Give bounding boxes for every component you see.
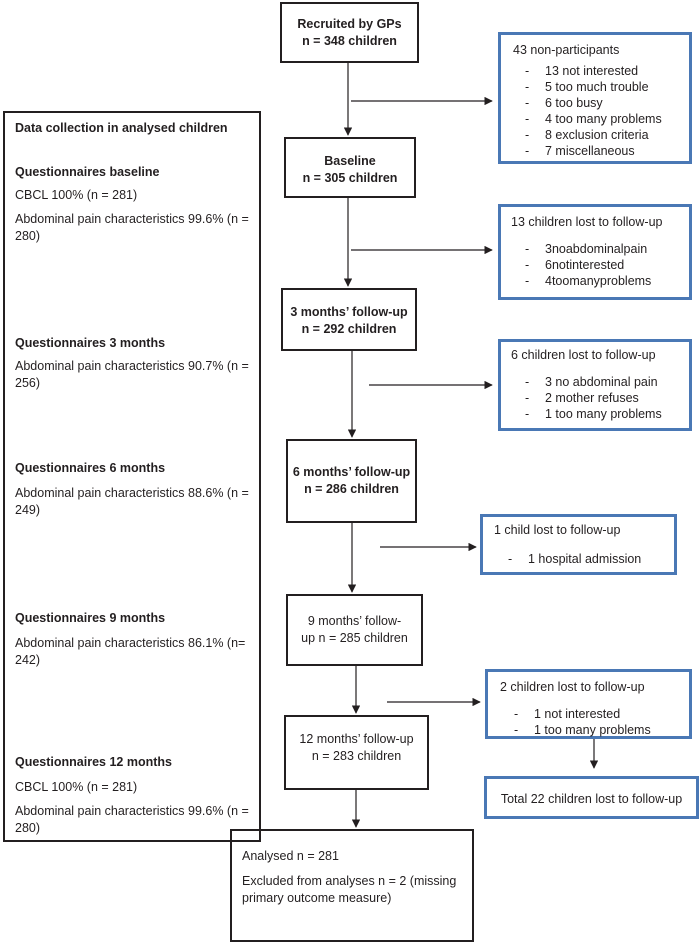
- total-lost-box: Total 22 children lost to follow-up: [484, 776, 699, 819]
- list-item: 1 too many problems: [521, 406, 689, 422]
- recruited-count: n = 348 children: [302, 34, 397, 48]
- panel-title: Data collection in analysed children: [15, 121, 228, 135]
- section-3m-line-1: Abdominal pain characteristics 90.7% (n …: [15, 359, 249, 390]
- list-item: 6 too busy: [521, 95, 689, 111]
- section-3m-heading: Questionnaires 3 months: [15, 336, 166, 350]
- list-item: 3 no abdominal pain: [521, 374, 689, 390]
- m12-count: n = 283 children: [311, 749, 402, 763]
- lost3-list: 1 hospital admission: [504, 551, 674, 567]
- list-item: 2 mother refuses: [521, 390, 689, 406]
- lost1-title: 13 children lost to follow-up: [511, 215, 663, 229]
- section-12m-line-1: CBCL 100% (n = 281): [15, 780, 138, 794]
- baseline-box: Baseline n = 305 children: [284, 137, 416, 198]
- lost-followup-box-1: 13 children lost to follow-up 3noabdomin…: [498, 204, 692, 300]
- nonparticipants-box: 43 non-participants 13 not interested 5 …: [498, 32, 692, 164]
- list-item: 13 not interested: [521, 63, 689, 79]
- list-item: 8 exclusion criteria: [521, 127, 689, 143]
- m3-followup-box: 3 months’ follow-up n = 292 children: [281, 288, 417, 351]
- m6-title: 6 months’ follow-up: [292, 465, 411, 479]
- m6-followup-box: 6 months’ follow-up n = 286 children: [286, 439, 417, 523]
- lost-followup-box-2: 6 children lost to follow-up 3 no abdomi…: [498, 339, 692, 431]
- list-item: 1 hospital admission: [504, 551, 674, 567]
- section-baseline-line-2: Abdominal pain characteristics 99.6% (n …: [15, 212, 249, 243]
- lost2-title: 6 children lost to follow-up: [511, 348, 656, 362]
- analysed-count: Analysed n = 281: [242, 849, 339, 863]
- section-baseline-heading: Questionnaires baseline: [15, 165, 160, 179]
- m12-title: 12 months’ follow-up: [299, 732, 414, 746]
- list-item: 5 too much trouble: [521, 79, 689, 95]
- list-item: 1 too many problems: [510, 722, 689, 738]
- excluded-note: Excluded from analyses n = 2 (missing pr…: [242, 874, 457, 905]
- m9-followup-box: 9 months’ follow- up n = 285 children: [286, 594, 423, 666]
- m12-followup-box: 12 months’ follow-up n = 283 children: [284, 715, 429, 790]
- m9-title: 9 months’ follow-: [307, 614, 402, 628]
- nonparticipants-title: 43 non-participants: [513, 43, 620, 57]
- list-item: 6notinterested: [521, 257, 689, 273]
- baseline-title: Baseline: [324, 154, 376, 168]
- list-item: 4toomanyproblems: [521, 273, 689, 289]
- section-12m-line-2: Abdominal pain characteristics 99.6% (n …: [15, 804, 249, 835]
- lost3-title: 1 child lost to follow-up: [494, 523, 621, 537]
- total-lost-label: Total 22 children lost to follow-up: [500, 792, 683, 806]
- section-9m-line-1: Abdominal pain characteristics 86.1% (n=…: [15, 636, 246, 667]
- section-9m-heading: Questionnaires 9 months: [15, 611, 166, 625]
- section-6m-heading: Questionnaires 6 months: [15, 461, 166, 475]
- data-collection-panel: Data collection in analysed children Que…: [3, 111, 261, 842]
- m6-count: n = 286 children: [304, 482, 399, 496]
- recruited-title: Recruited by GPs: [297, 17, 402, 31]
- lost-followup-box-3: 1 child lost to follow-up 1 hospital adm…: [480, 514, 677, 575]
- m3-title: 3 months’ follow-up: [290, 305, 408, 319]
- lost4-title: 2 children lost to follow-up: [500, 680, 645, 694]
- recruited-box: Recruited by GPs n = 348 children: [280, 2, 419, 63]
- section-baseline-line-1: CBCL 100% (n = 281): [15, 188, 138, 202]
- list-item: 4 too many problems: [521, 111, 689, 127]
- lost4-list: 1 not interested 1 too many problems: [510, 706, 689, 738]
- section-12m-heading: Questionnaires 12 months: [15, 755, 172, 769]
- m9-count: up n = 285 children: [301, 631, 408, 645]
- list-item: 1 not interested: [510, 706, 689, 722]
- m3-count: n = 292 children: [301, 322, 397, 336]
- list-item: 3noabdominalpain: [521, 241, 689, 257]
- section-6m-line-1: Abdominal pain characteristics 88.6% (n …: [15, 486, 249, 517]
- analysed-box: Analysed n = 281 Excluded from analyses …: [230, 829, 474, 942]
- lost-followup-box-4: 2 children lost to follow-up 1 not inter…: [485, 669, 692, 739]
- nonparticipants-list: 13 not interested 5 too much trouble 6 t…: [521, 63, 689, 159]
- list-item: 7 miscellaneous: [521, 143, 689, 159]
- baseline-count: n = 305 children: [302, 171, 398, 185]
- lost2-list: 3 no abdominal pain 2 mother refuses 1 t…: [521, 374, 689, 422]
- lost1-list: 3noabdominalpain 6notinterested 4toomany…: [521, 241, 689, 289]
